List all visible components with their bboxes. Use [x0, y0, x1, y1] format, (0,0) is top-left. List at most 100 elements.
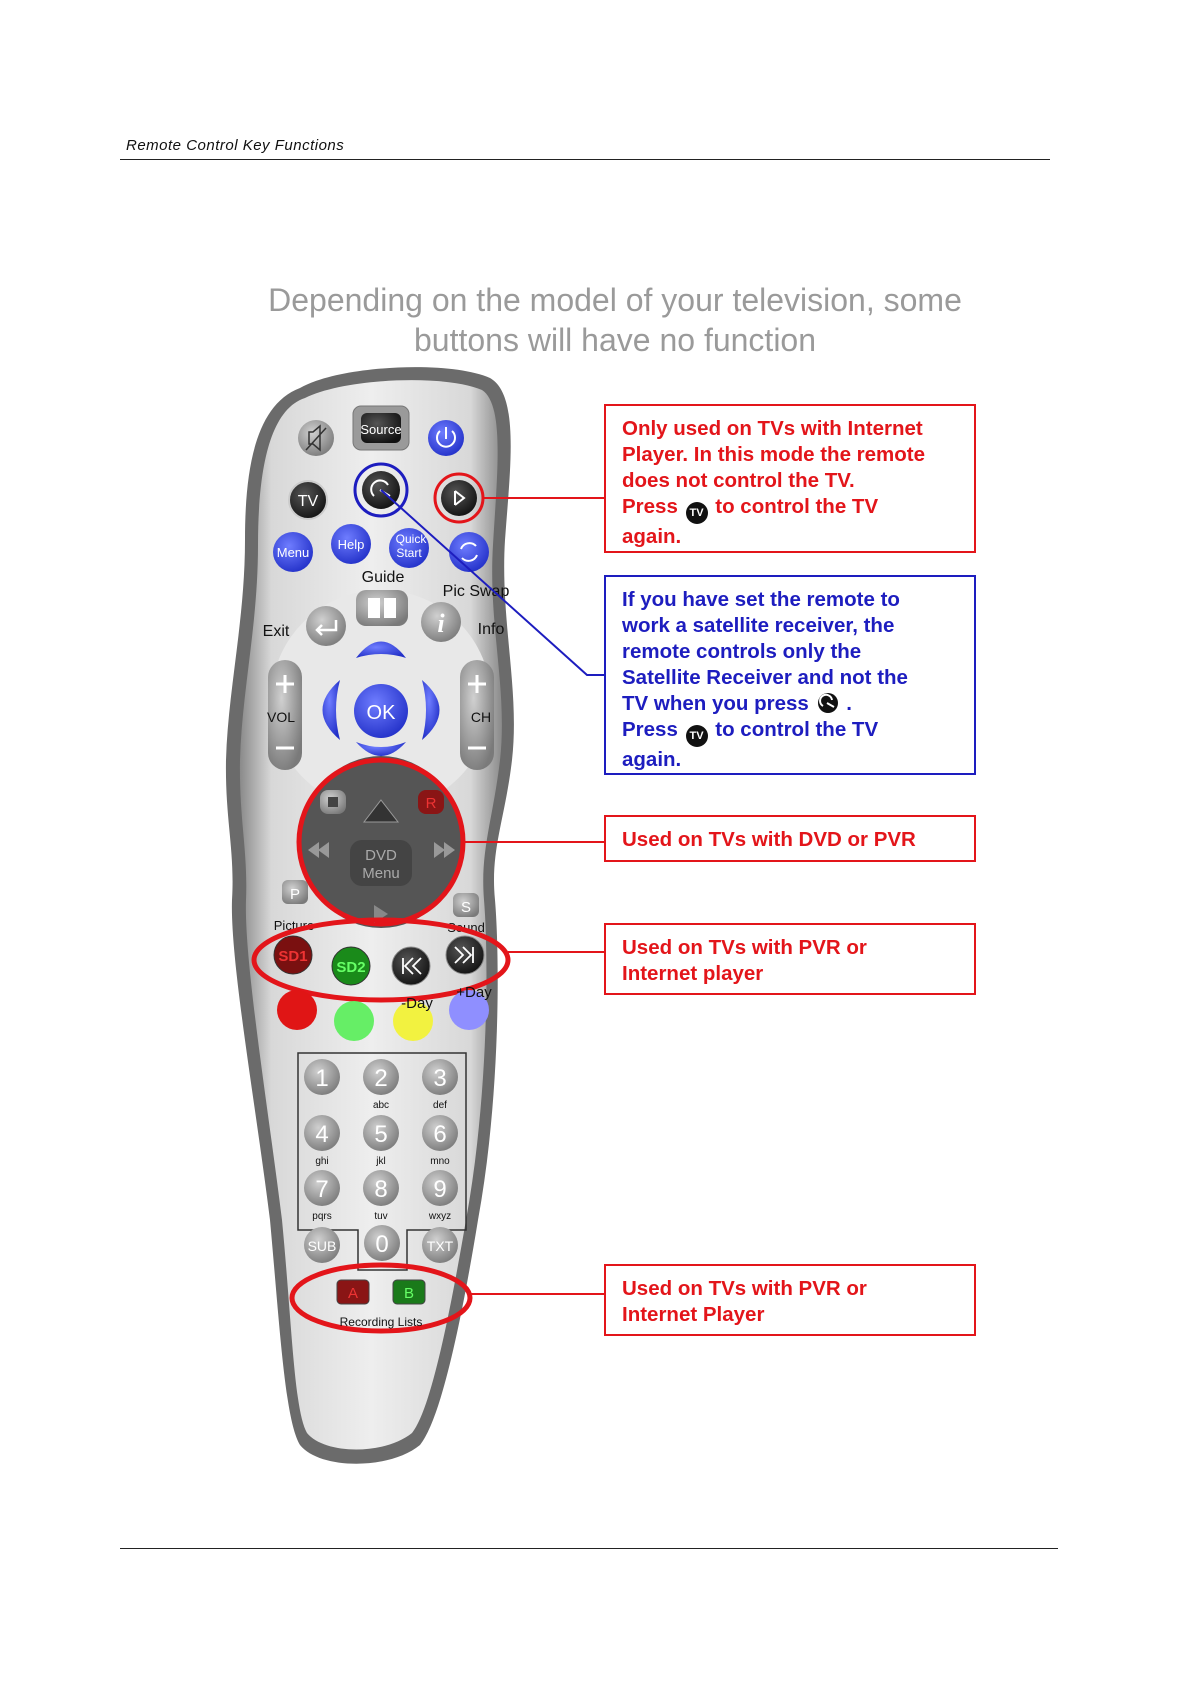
- nav-right-button[interactable]: [422, 680, 440, 740]
- model-note: Depending on the model of your televisio…: [180, 280, 1050, 360]
- satellite-callout-control: to control the TV: [715, 718, 879, 741]
- dvd-menu-button[interactable]: [350, 840, 412, 886]
- teletext-button[interactable]: [422, 1227, 458, 1263]
- help-label: Help: [338, 537, 365, 552]
- ch-rocker[interactable]: [460, 660, 494, 770]
- satellite-callout: If you have set the remote to work a sat…: [604, 575, 976, 775]
- digit-5-button[interactable]: [363, 1115, 399, 1151]
- digit-0-label: 0: [375, 1231, 388, 1258]
- model-note-line-2: buttons will have no function: [413, 322, 817, 358]
- digit-6-button[interactable]: [422, 1115, 458, 1151]
- skip-forward-button[interactable]: [445, 935, 485, 975]
- pic-swap-label: Pic Swap: [443, 583, 510, 600]
- satellite-callout-line-2: work a satellite receiver, the: [622, 614, 895, 637]
- footer-rule: [120, 1548, 1058, 1549]
- digit-2-button[interactable]: [363, 1059, 399, 1095]
- satellite-highlight-ring: [353, 462, 409, 518]
- menu-label: Menu: [277, 545, 310, 560]
- digit-7-button[interactable]: [304, 1170, 340, 1206]
- sd2-button[interactable]: [331, 946, 371, 986]
- digit-8-button[interactable]: [363, 1170, 399, 1206]
- internet-callout-line-5: again.: [622, 525, 682, 548]
- blue-button[interactable]: [449, 990, 489, 1030]
- source-button[interactable]: [361, 413, 401, 443]
- guide-label: Guide: [362, 569, 405, 586]
- internet-player-icon: [454, 490, 466, 506]
- digit-9-letters: wxyz: [428, 1211, 451, 1222]
- b-button[interactable]: [392, 1279, 426, 1305]
- nav-left-button[interactable]: [322, 680, 341, 740]
- satellite-callout-line-6: Press TV to control the TV: [622, 717, 958, 747]
- digit-6-label: 6: [433, 1121, 446, 1148]
- tv-icon: TV: [685, 725, 708, 747]
- info-label: Info: [478, 621, 505, 638]
- skip-back-button[interactable]: [391, 946, 431, 986]
- back-arrow-icon: [315, 620, 338, 636]
- subtitle-label: SUB: [308, 1238, 337, 1254]
- ok-label: OK: [367, 702, 397, 724]
- section-title: Remote Control Key Functions: [126, 137, 345, 154]
- record-button[interactable]: [418, 790, 444, 814]
- digit-3-button[interactable]: [422, 1059, 458, 1095]
- rewind-icon: [308, 842, 329, 858]
- digit-1-label: 1: [315, 1065, 328, 1092]
- green-button[interactable]: [334, 1001, 374, 1041]
- satellite-callout-line-3: remote controls only the: [622, 640, 862, 663]
- nav-down-button[interactable]: [356, 742, 406, 756]
- info-button[interactable]: [421, 602, 461, 642]
- digit-2-letters: abc: [373, 1100, 389, 1111]
- satellite-callout-when: TV when you press: [622, 692, 809, 715]
- subtitle-button[interactable]: [304, 1227, 340, 1263]
- digit-8-label: 8: [374, 1176, 387, 1203]
- dvd-menu-label-1: DVD: [365, 847, 397, 864]
- plus-day-label: +Day: [456, 984, 492, 1001]
- exit-button[interactable]: [306, 606, 346, 646]
- ok-button[interactable]: [354, 684, 408, 738]
- satellite-callout-line-7: again.: [622, 748, 682, 771]
- quick-start-button[interactable]: [389, 528, 429, 568]
- satellite-icon: [817, 693, 838, 713]
- sound-button-label: S: [461, 899, 471, 916]
- satellite-callout-line-5: TV when you press .: [622, 691, 958, 717]
- dvd-up-icon: [362, 799, 400, 823]
- fast-forward-icon: [434, 842, 455, 858]
- help-button[interactable]: [331, 524, 371, 564]
- stop-icon: [328, 797, 338, 807]
- internet-player-button[interactable]: [441, 480, 477, 516]
- header-rule: [120, 159, 1050, 160]
- guide-button[interactable]: [356, 590, 408, 626]
- digit-5-letters: jkl: [375, 1156, 385, 1167]
- nav-up-button[interactable]: [356, 641, 406, 659]
- minus-day-label: -Day: [401, 995, 433, 1012]
- quick-start-label-2: Start: [396, 546, 422, 560]
- digit-1-button[interactable]: [304, 1059, 340, 1095]
- sound-button[interactable]: [453, 893, 479, 917]
- menu-button[interactable]: [273, 532, 313, 572]
- digit-9-button[interactable]: [422, 1170, 458, 1206]
- b-label: B: [404, 1285, 414, 1302]
- digit-8-letters: tuv: [374, 1211, 387, 1222]
- red-button[interactable]: [277, 990, 317, 1030]
- satellite-callout-line-4: Satellite Receiver and not the: [622, 666, 908, 689]
- sd1-button[interactable]: [273, 935, 313, 975]
- yellow-button[interactable]: [393, 1001, 433, 1041]
- quick-start-label-1: Quick: [396, 532, 428, 546]
- vol-rocker[interactable]: [268, 660, 302, 770]
- tv-label: TV: [298, 493, 319, 510]
- pvr-internet-callout-2: Used on TVs with PVR or Internet Player: [604, 1264, 976, 1336]
- picture-button-label: P: [290, 886, 300, 903]
- a-label: A: [348, 1285, 358, 1302]
- dvd-callout: Used on TVs with DVD or PVR: [604, 815, 976, 862]
- digit-2-label: 2: [374, 1065, 387, 1092]
- tv-button[interactable]: [288, 480, 328, 520]
- picture-button[interactable]: [282, 880, 308, 904]
- internet-callout-line-3: does not control the TV.: [622, 469, 855, 492]
- pvr-internet-callout-1: Used on TVs with PVR or Internet player: [604, 923, 976, 995]
- recording-lists-highlight: [289, 1262, 473, 1334]
- digit-4-button[interactable]: [304, 1115, 340, 1151]
- swap-button[interactable]: [449, 532, 489, 572]
- a-button[interactable]: [336, 1279, 370, 1305]
- digit-0-button[interactable]: [364, 1225, 400, 1261]
